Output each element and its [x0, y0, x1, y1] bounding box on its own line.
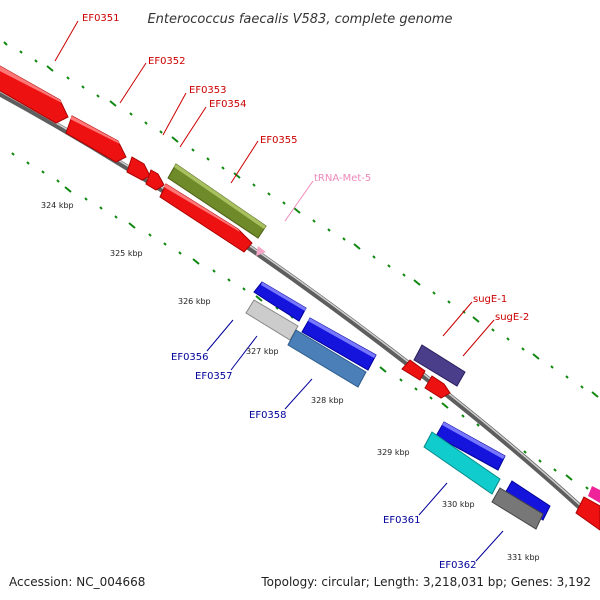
gene-right-edge-magenta[interactable] — [588, 486, 600, 503]
kbp-label-326: 326 kbp — [178, 297, 211, 306]
gene-ef0358[interactable] — [287, 329, 367, 388]
kbp-label-328: 328 kbp — [311, 396, 344, 405]
gene-label-ef0353[interactable]: EF0353 — [189, 85, 227, 96]
gene-label-ef0358[interactable]: EF0358 — [249, 410, 287, 421]
kbp-label-325: 325 kbp — [110, 249, 143, 258]
gene-ef0352[interactable] — [65, 115, 127, 163]
gene-label-ef0352[interactable]: EF0352 — [148, 56, 186, 67]
kbp-label-324: 324 kbp — [41, 201, 74, 210]
gene-ef0353[interactable] — [126, 156, 151, 181]
outer-tick-ring — [3, 41, 599, 398]
gene-label-ef0356[interactable]: EF0356 — [171, 352, 209, 363]
gene-label-ef0362[interactable]: EF0362 — [439, 560, 477, 571]
gene-right-edge-red[interactable] — [575, 496, 600, 531]
gene-ef0351[interactable] — [0, 65, 69, 124]
gene-ef0361[interactable] — [423, 431, 501, 495]
gene-ef0354[interactable] — [145, 169, 165, 191]
gene-ef0361-blue[interactable] — [435, 421, 506, 471]
gene-ef0357[interactable] — [245, 299, 299, 341]
gene-label-ef0354[interactable]: EF0354 — [209, 99, 247, 110]
kbp-label-331: 331 kbp — [507, 553, 540, 562]
gene-label-suge-1[interactable]: sugE-1 — [473, 294, 507, 305]
gene-label-suge-2[interactable]: sugE-2 — [495, 312, 529, 323]
kbp-label-327: 327 kbp — [246, 347, 279, 356]
gene-leader-lines — [54, 20, 504, 562]
gene-ef0362-blue[interactable] — [503, 480, 551, 521]
gene-suge-2[interactable] — [401, 359, 451, 399]
gene-label-ef0357[interactable]: EF0357 — [195, 371, 233, 382]
kbp-label-329: 329 kbp — [377, 448, 410, 457]
gene-label-ef0355[interactable]: EF0355 — [260, 135, 298, 146]
kbp-label-330: 330 kbp — [442, 500, 475, 509]
gene-suge-1[interactable] — [413, 344, 466, 387]
gene-ef0355[interactable] — [167, 163, 267, 239]
gene-ef0358-blue[interactable] — [301, 317, 377, 371]
gene-ef0355-red[interactable] — [159, 183, 253, 253]
gene-ef0356-blue[interactable] — [253, 281, 307, 322]
gene-label-ef0361[interactable]: EF0361 — [383, 515, 421, 526]
gene-ef0362[interactable] — [491, 487, 544, 530]
accession-text: Accession: NC_004668 — [9, 575, 145, 589]
map-title: Enterococcus faecalis V583, complete gen… — [147, 12, 452, 27]
gene-label-trna-met-5[interactable]: tRNA-Met-5 — [314, 173, 371, 184]
gene-label-ef0351[interactable]: EF0351 — [82, 13, 120, 24]
topology-text: Topology: circular; Length: 3,218,031 bp… — [260, 575, 591, 589]
gene-trna-met-5[interactable] — [256, 246, 266, 256]
